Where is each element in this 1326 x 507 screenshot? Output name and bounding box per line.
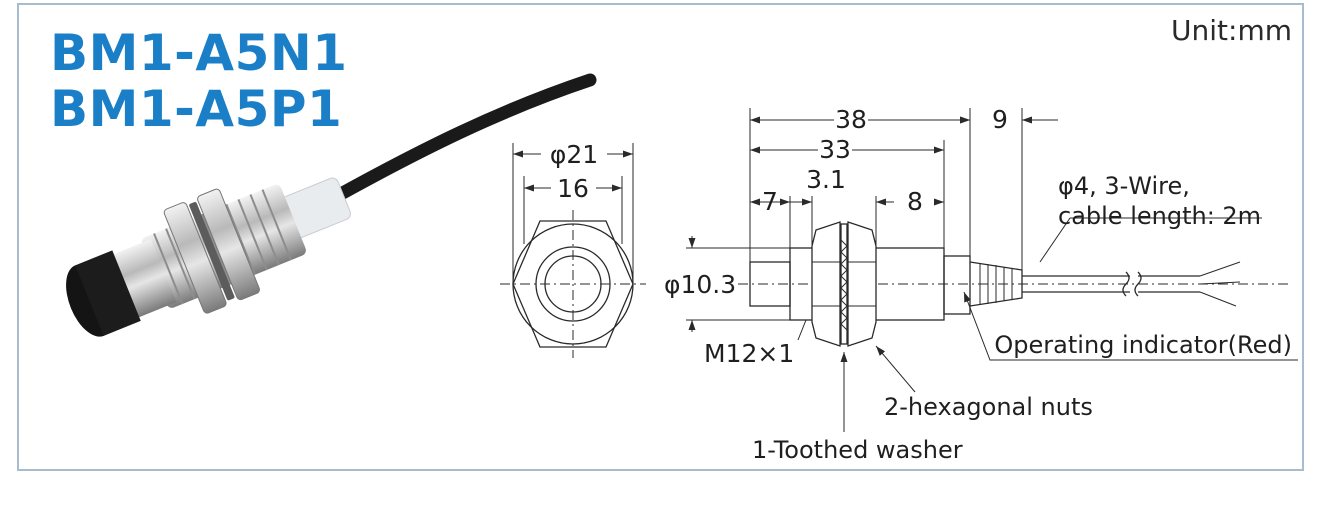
model-name-1: BM1-A5N1: [50, 24, 348, 82]
hex-nut-photo-2: [197, 188, 260, 301]
model-name-2: BM1-A5P1: [50, 80, 343, 138]
dim-phi103-label: φ10.3: [664, 270, 736, 299]
cable-note-line-1: φ4, 3-Wire,: [1058, 172, 1190, 200]
dim-3-1-label: 3.1: [806, 165, 846, 194]
toothed-washer: [840, 223, 848, 345]
washer-teeth: [840, 239, 848, 331]
sensor-cap: [75, 250, 141, 336]
nuts-callout: 2-hexagonal nuts: [884, 393, 1093, 421]
leader-thread: [797, 319, 807, 341]
cable-note-line-2: cable length: 2m: [1058, 202, 1261, 230]
indicator-callout: Operating indicator(Red): [994, 331, 1292, 359]
break-mark-1: [1122, 271, 1130, 297]
leader-cable: [1039, 217, 1071, 263]
hex-nut-photo-1: [163, 202, 227, 314]
sensor-photo: [66, 73, 597, 337]
hex-nut-2: [847, 221, 877, 347]
wire-ends: [1199, 261, 1241, 307]
strain-relief-ribs: [979, 263, 1013, 305]
dim-phi21-label: φ21: [550, 140, 598, 169]
unit-label: Unit:mm: [1171, 14, 1292, 47]
side-view: [686, 108, 1298, 432]
washer-callout: 1-Toothed washer: [752, 436, 963, 464]
dim-38-label: 38: [835, 105, 867, 134]
cable-photo: [323, 73, 597, 207]
dim-9-label: 9: [992, 105, 1008, 134]
washer-photo: [189, 202, 235, 301]
dim-16-label: 16: [557, 174, 589, 203]
hex-nut-1: [811, 221, 841, 347]
rear-cap: [943, 255, 971, 315]
dim-33-label: 33: [819, 135, 851, 164]
dim-8-label: 8: [907, 187, 923, 216]
leader-nuts: [875, 345, 916, 393]
front-view: [500, 143, 646, 358]
thread-label: M12×1: [704, 339, 794, 368]
leader-indicator: [963, 291, 1298, 361]
dim-7-label: 7: [762, 187, 778, 216]
